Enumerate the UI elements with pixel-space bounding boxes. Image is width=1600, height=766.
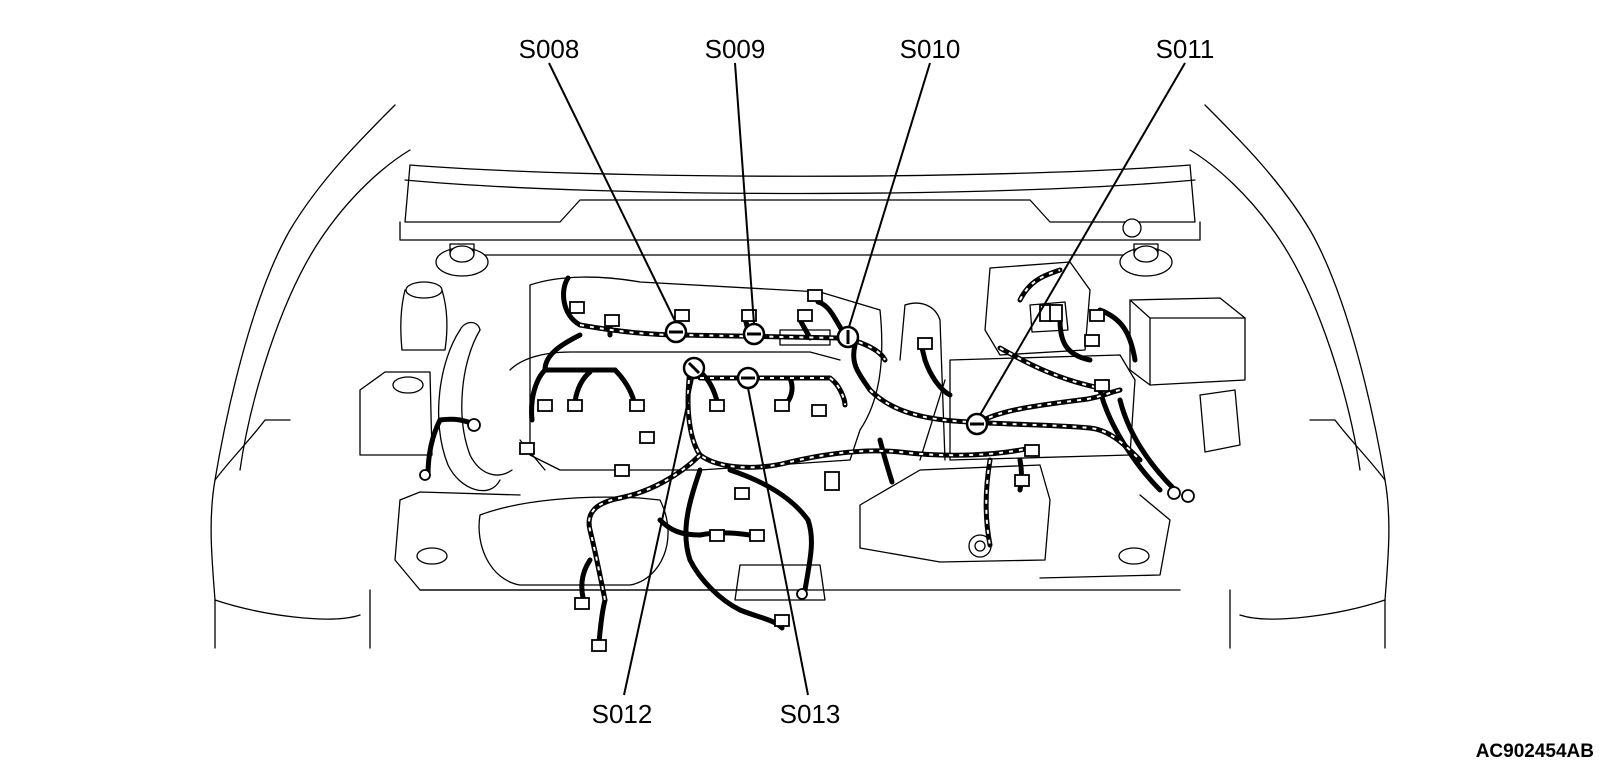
connector (811, 404, 827, 417)
ground-terminal (419, 469, 431, 481)
connector (774, 399, 790, 412)
strut-tower-left (435, 243, 489, 277)
leader-line-s010 (848, 62, 931, 328)
connector (917, 337, 933, 350)
connector (1014, 474, 1030, 487)
connector (591, 639, 607, 652)
strut-tower-right (1119, 218, 1173, 277)
cowl-panel (399, 164, 1201, 256)
splice-label-s013: S013 (780, 699, 841, 729)
fuse-box (1199, 389, 1241, 453)
splice-point-s011 (965, 412, 989, 436)
connector (749, 529, 765, 542)
leader-line-s009 (734, 62, 755, 325)
ground-terminal (796, 588, 808, 600)
figure-code: AC902454AB (1476, 741, 1594, 762)
connector (734, 487, 750, 500)
battery (1129, 297, 1246, 386)
connector (569, 301, 585, 314)
splice-labels: S008 S009 S010 S011 S012 S013 (519, 34, 1215, 729)
splice-label-s012: S012 (592, 699, 653, 729)
connector (574, 597, 590, 610)
connector (774, 614, 790, 627)
connector (567, 399, 583, 412)
vehicle-body-outline (210, 104, 1390, 649)
relay-box (949, 261, 1136, 461)
leader-line-s013 (747, 387, 809, 696)
connector (807, 289, 823, 302)
splice-points (664, 320, 989, 436)
splice-label-s011: S011 (1156, 34, 1215, 64)
splice-point-s013 (736, 366, 760, 390)
connector (1084, 334, 1100, 347)
splice-point-s008 (664, 320, 688, 344)
splice-point-s009 (742, 322, 766, 346)
splice-point-s010 (836, 325, 860, 349)
connector (604, 314, 620, 327)
ground-terminal (467, 418, 481, 432)
splice-label-s008: S008 (519, 34, 580, 64)
splice-point-s012 (682, 356, 706, 380)
connector (629, 399, 645, 412)
coolant-reservoir (400, 281, 448, 351)
connector (614, 464, 630, 477)
splice-label-s009: S009 (705, 34, 766, 64)
cooling-fan-duct (899, 302, 946, 461)
radiator-hose (437, 321, 513, 492)
ground-terminal (1181, 489, 1195, 503)
leader-lines (548, 62, 1186, 696)
connector (1024, 444, 1040, 457)
connector (674, 309, 690, 322)
washer-reservoir (359, 371, 433, 456)
harness-connectors (419, 289, 1195, 652)
connector (1094, 379, 1110, 392)
leader-line-s008 (548, 62, 677, 324)
splice-label-s010: S010 (900, 34, 961, 64)
connector (639, 431, 655, 444)
connector (824, 471, 840, 491)
connector (797, 309, 813, 322)
connector (1089, 309, 1105, 322)
leader-line-s011 (979, 62, 1186, 416)
connector (709, 399, 725, 412)
connector (1049, 304, 1063, 322)
ground-terminal (1167, 486, 1181, 500)
leader-line-s012 (623, 377, 694, 696)
connector (709, 529, 725, 542)
connector (519, 442, 535, 455)
connector (741, 309, 757, 322)
connector (537, 399, 553, 412)
